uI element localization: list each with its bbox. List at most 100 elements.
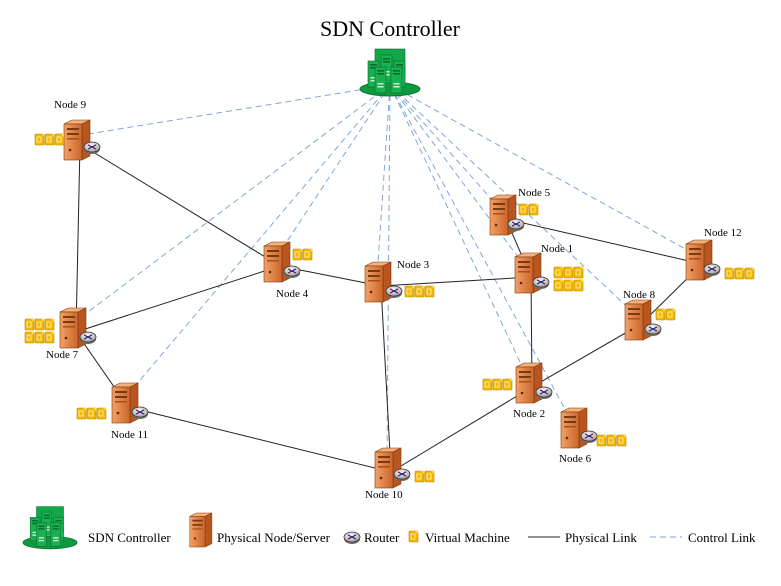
node-label: Node 5 [518,187,551,199]
vm-icon [24,331,35,344]
vm-icon [86,407,97,420]
node-n5: Node 5 [489,187,551,236]
vm-icon [502,378,513,391]
vm-icon [528,203,539,216]
control-link-n4 [275,84,391,259]
sdn-controller [360,49,420,96]
vm-icon [606,434,617,447]
vm-icon [424,285,435,298]
node-n3: Node 3 [364,259,435,303]
control-link-n12 [389,84,699,257]
control-link-n11 [123,84,391,400]
physical-link-n10-n2 [390,386,533,473]
legend-router-icon [343,531,361,545]
vm-icon [414,470,425,483]
router-icon [385,285,403,299]
vm-icon [76,407,87,420]
vm-icon [553,266,564,279]
physical-link-n3-n10 [380,285,392,473]
legend-server-label: Physical Node/Server [217,530,331,545]
control-links [71,84,699,465]
vm-icon [724,267,735,280]
router-icon [580,430,598,444]
legend-vm-label: Virtual Machine [425,530,510,545]
physical-link-n7-n4 [75,265,281,333]
server-icon [63,119,91,161]
node-n4: Node 4 [263,241,313,300]
router-icon [79,331,97,345]
vm-icon [563,279,574,292]
router-icon [131,406,149,420]
physical-link-n5-n12 [505,218,703,265]
physical-link-n9-n4 [79,143,281,267]
vm-icon [34,331,45,344]
legend-controller-label: SDN Controller [88,530,171,545]
vm-icon [24,318,35,331]
control-link-n6 [389,84,574,425]
vm-icon [734,267,745,280]
router-icon [283,265,301,279]
server-icon [374,447,402,489]
router-icon [393,468,411,482]
vm-icon [34,133,45,146]
sdn-controller-icon [360,49,420,96]
control-link-n5 [389,84,503,212]
physical-link-n9-n7 [75,143,81,333]
server-icon [364,261,392,303]
vm-icon [492,378,503,391]
node-n1: Node 1 [514,243,584,294]
node-n9: Node 9 [34,99,101,161]
vm-icon [34,318,45,331]
vm-icon [482,378,493,391]
node-n12: Node 12 [685,227,755,281]
control-link-n1 [389,84,528,270]
vm-icon [424,470,435,483]
legend-control-link-label: Control Link [688,530,756,545]
vm-icon [563,266,574,279]
vm-icon [596,434,607,447]
router-icon [532,276,550,290]
vm-icon [44,133,55,146]
vm-icon [44,318,55,331]
node-label: Node 10 [365,489,403,501]
legend-router-label: Router [364,530,400,545]
router-icon [644,323,662,337]
vm-icon [553,279,564,292]
vm-icon [54,133,65,146]
node-n2: Node 2 [482,362,553,420]
node-label: Node 2 [513,408,545,420]
node-n8: Node 8 [623,289,676,341]
nodes: Node 9 Node 5 Node 1 Node 12 Node 4 Node 3 Nod… [24,99,755,501]
control-link-n7 [71,84,391,325]
router-icon [507,218,525,232]
vm-icon [292,248,303,261]
node-label: Node 6 [559,453,592,465]
vm-icon [414,285,425,298]
node-label: Node 9 [54,99,87,111]
control-link-n3 [376,84,391,279]
vm-icon [573,266,584,279]
node-n11: Node 11 [76,382,149,441]
router-icon [83,141,101,155]
physical-link-n3-n1 [380,276,532,287]
legend-controller-icon [23,507,77,549]
router-icon [703,263,721,277]
node-label: Node 11 [111,429,148,441]
node-n6: Node 6 [559,407,627,465]
server-icon [560,407,588,449]
vm-icon [404,285,415,298]
control-link-n9 [75,84,391,137]
diagram-title: SDN Controller [320,16,461,41]
legend-physical-link-label: Physical Link [565,530,637,545]
node-label: Node 7 [46,349,79,361]
router-icon [535,386,553,400]
vm-icon [665,308,676,321]
vm-icon [573,279,584,292]
vm-icon [302,248,313,261]
vm-icon [616,434,627,447]
node-label: Node 8 [623,289,656,301]
legend-server-icon [189,512,213,548]
node-label: Node 1 [541,243,573,255]
vm-icon [655,308,666,321]
